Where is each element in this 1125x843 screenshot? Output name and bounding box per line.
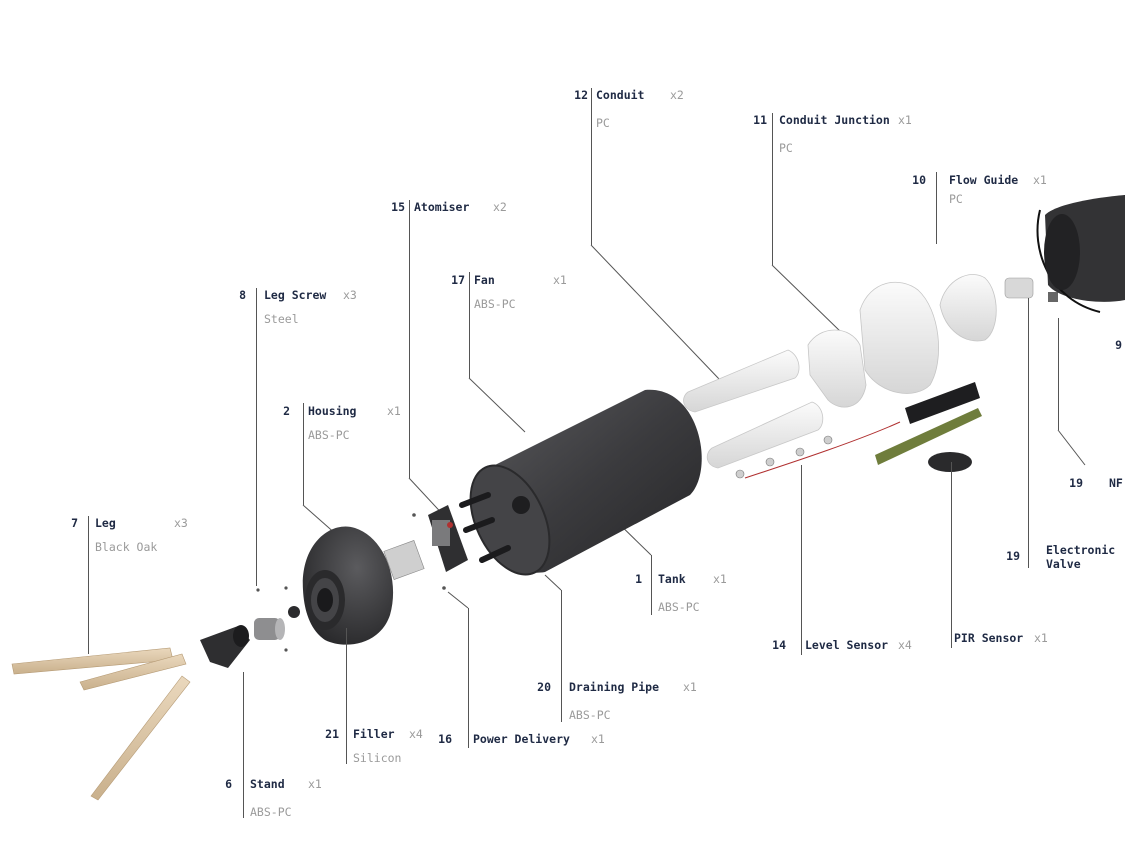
part-name: Conduit [596,88,645,102]
part-quantity: x3 [174,516,188,530]
fan-housing [1036,195,1125,313]
part-number: 20 [537,680,551,694]
leader-stand [243,672,244,818]
part-name: Leg Screw [264,288,327,302]
part-number: 21 [325,727,339,741]
leader-lines [302,244,1086,609]
part-quantity: x1 [1033,173,1047,187]
flow-guide [859,274,997,394]
part-number: 1 [635,572,642,586]
leader-conduit-junction [772,113,773,265]
part-material: Black Oak [95,540,158,554]
electronic-valve [1004,277,1058,302]
leader-level-sensor [801,465,802,655]
leader-valve [1028,298,1029,568]
part-number: 11 [753,113,767,127]
leader-fan [469,272,470,378]
tank [459,389,702,576]
part-name: Leg [95,516,116,530]
part-name: Housing [308,404,357,418]
part-name: NF [1109,476,1123,490]
part-number: 12 [574,88,588,102]
leader-housing [303,403,304,505]
part-quantity: x1 [713,572,727,586]
part-quantity: x1 [1034,631,1048,645]
conduit-junction [807,329,867,408]
part-quantity: x1 [683,680,697,694]
part-name: Flow Guide [949,173,1019,187]
part-number: 9 [1115,338,1122,352]
part-material: PC [779,141,793,155]
part-name: Filler [353,727,395,741]
leader-power-delivery [468,608,469,748]
leader-draining-pipe [561,590,562,722]
part-number: 19 [1069,476,1083,490]
leader-leg [88,516,89,654]
leader-pir-sensor [951,462,952,648]
part-number: 15 [391,200,405,214]
part-number: 10 [912,173,926,187]
leader-flow-guide [936,172,937,244]
part-material: ABS-PC [658,600,700,614]
part-number: 14 [772,638,786,652]
part-quantity: x1 [553,273,567,287]
part-number: 16 [438,732,452,746]
part-quantity: x1 [591,732,605,746]
part-name: Power Delivery [473,732,570,746]
legs [11,647,191,801]
part-quantity: x2 [670,88,684,102]
part-material: Steel [264,312,299,326]
part-number: 17 [451,273,465,287]
part-material: Silicon [353,751,402,765]
part-name: Stand [250,777,285,791]
part-name: Atomiser [414,200,470,214]
part-number: 6 [225,777,232,791]
housing [302,526,394,645]
part-name: Tank [658,572,686,586]
stand [200,625,250,668]
part-quantity: x4 [409,727,423,741]
sensor-boards [735,382,982,479]
part-quantity: x1 [387,404,401,418]
part-quantity: x3 [343,288,357,302]
part-quantity: x4 [898,638,912,652]
part-material: PC [949,192,963,206]
part-number: 2 [283,404,290,418]
power-delivery [383,505,468,590]
part-name: Electronic Valve [1046,543,1116,571]
part-material: ABS-PC [308,428,350,442]
leader-tank [651,555,652,615]
part-name: Level Sensor [805,638,889,652]
leader-atomiser [409,200,410,478]
part-name: Draining Pipe [569,680,660,694]
part-number: 8 [239,288,246,302]
part-quantity: x1 [898,113,912,127]
part-material: ABS-PC [474,297,516,311]
part-name: PIR Sensor [954,631,1024,645]
leader-filler [346,628,347,764]
leg-screw-parts [254,586,300,652]
leader-conduit [591,88,592,245]
leader-leg-screw [256,288,257,586]
part-material: ABS-PC [250,805,292,819]
part-number: 19 [1006,549,1020,563]
leader-nfc [1058,318,1059,430]
part-material: PC [596,116,610,130]
conduits [683,349,824,469]
part-quantity: x2 [493,200,507,214]
part-name: Conduit Junction [779,113,890,127]
part-number: 7 [71,516,78,530]
part-material: ABS-PC [569,708,611,722]
part-name: Fan [474,273,495,287]
part-quantity: x1 [308,777,322,791]
